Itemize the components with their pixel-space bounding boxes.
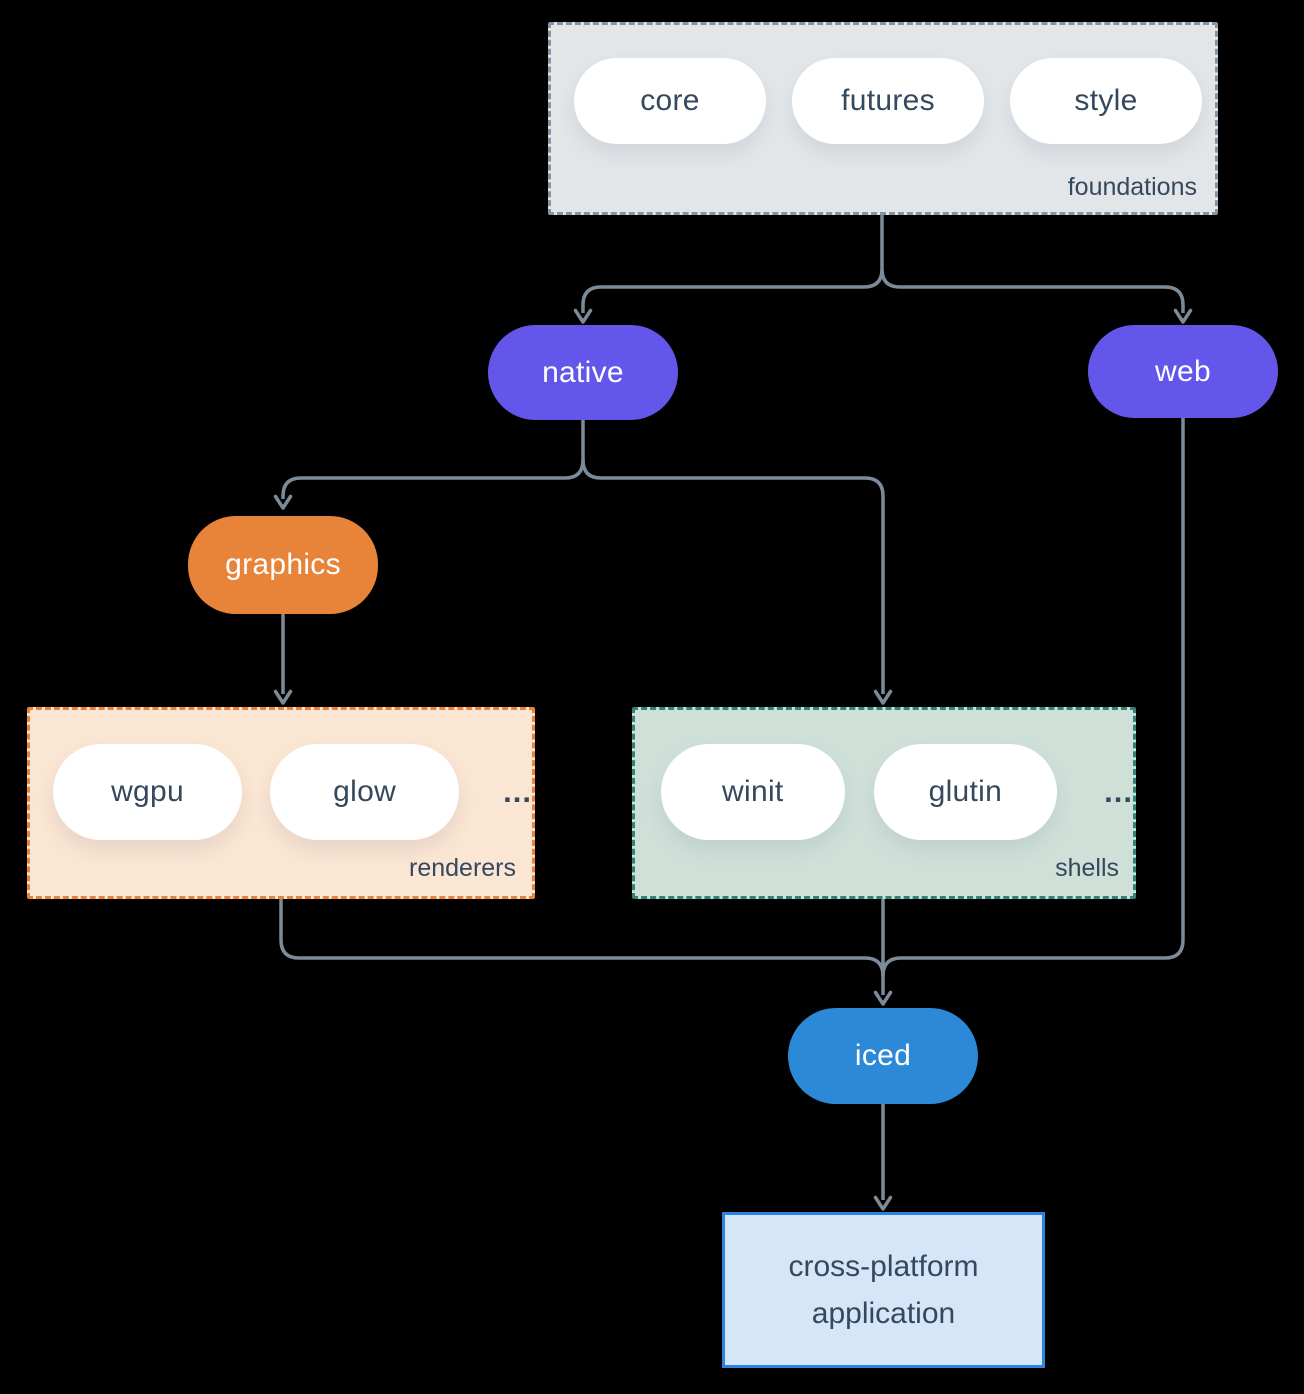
node-style: style — [1010, 58, 1202, 144]
arrowhead-renderers — [273, 689, 293, 705]
node-native: native — [488, 325, 678, 420]
node-futures-label: futures — [841, 84, 935, 117]
arrowhead-web — [1173, 308, 1193, 324]
node-futures: futures — [792, 58, 984, 144]
node-graphics-label: graphics — [225, 548, 341, 581]
foundations-pill-row: core futures style — [551, 25, 1215, 144]
node-graphics: graphics — [188, 516, 378, 614]
renderers-pill-row: wgpu glow ... — [30, 710, 532, 840]
edge-native-shells — [581, 459, 885, 694]
node-glutin-label: glutin — [928, 775, 1003, 808]
foundations-group-label: foundations — [1067, 173, 1197, 201]
node-winit-label: winit — [722, 775, 784, 808]
arrowhead-iced — [873, 990, 893, 1006]
renderers-ellipsis: ... — [503, 774, 532, 809]
node-cross-platform-application-label: cross-platform application — [788, 1250, 979, 1330]
node-winit: winit — [661, 744, 845, 840]
renderers-group: wgpu glow ... renderers — [27, 707, 535, 899]
shells-group: winit glutin ... shells — [632, 707, 1136, 899]
edge-native-graphics — [281, 420, 585, 499]
arrowhead-graphics — [273, 494, 293, 510]
node-iced-label: iced — [854, 1039, 912, 1072]
node-cross-platform-application: cross-platform application — [722, 1212, 1045, 1368]
node-wgpu-label: wgpu — [111, 775, 184, 808]
edge-foundations-web — [880, 268, 1185, 313]
shells-ellipsis: ... — [1104, 774, 1133, 809]
node-core-label: core — [640, 84, 700, 117]
shells-pill-row: winit glutin ... — [635, 710, 1133, 840]
node-glow: glow — [270, 744, 460, 840]
node-glutin: glutin — [873, 744, 1058, 840]
renderers-group-label: renderers — [409, 854, 516, 882]
arrowhead-native — [573, 308, 593, 324]
node-glow-label: glow — [333, 775, 397, 808]
arrowhead-shells — [873, 689, 893, 705]
node-web-label: web — [1155, 354, 1211, 388]
edge-renderers-iced — [279, 899, 885, 977]
node-wgpu: wgpu — [53, 744, 243, 840]
foundations-group: core futures style foundations — [548, 22, 1218, 215]
node-core: core — [574, 58, 766, 144]
shells-group-label: shells — [1055, 854, 1119, 882]
node-iced: iced — [788, 1008, 978, 1104]
node-web: web — [1088, 325, 1278, 418]
arrowhead-application — [873, 1195, 893, 1211]
edge-foundations-native — [581, 215, 884, 313]
node-style-label: style — [1074, 84, 1138, 117]
node-native-label: native — [542, 355, 624, 389]
